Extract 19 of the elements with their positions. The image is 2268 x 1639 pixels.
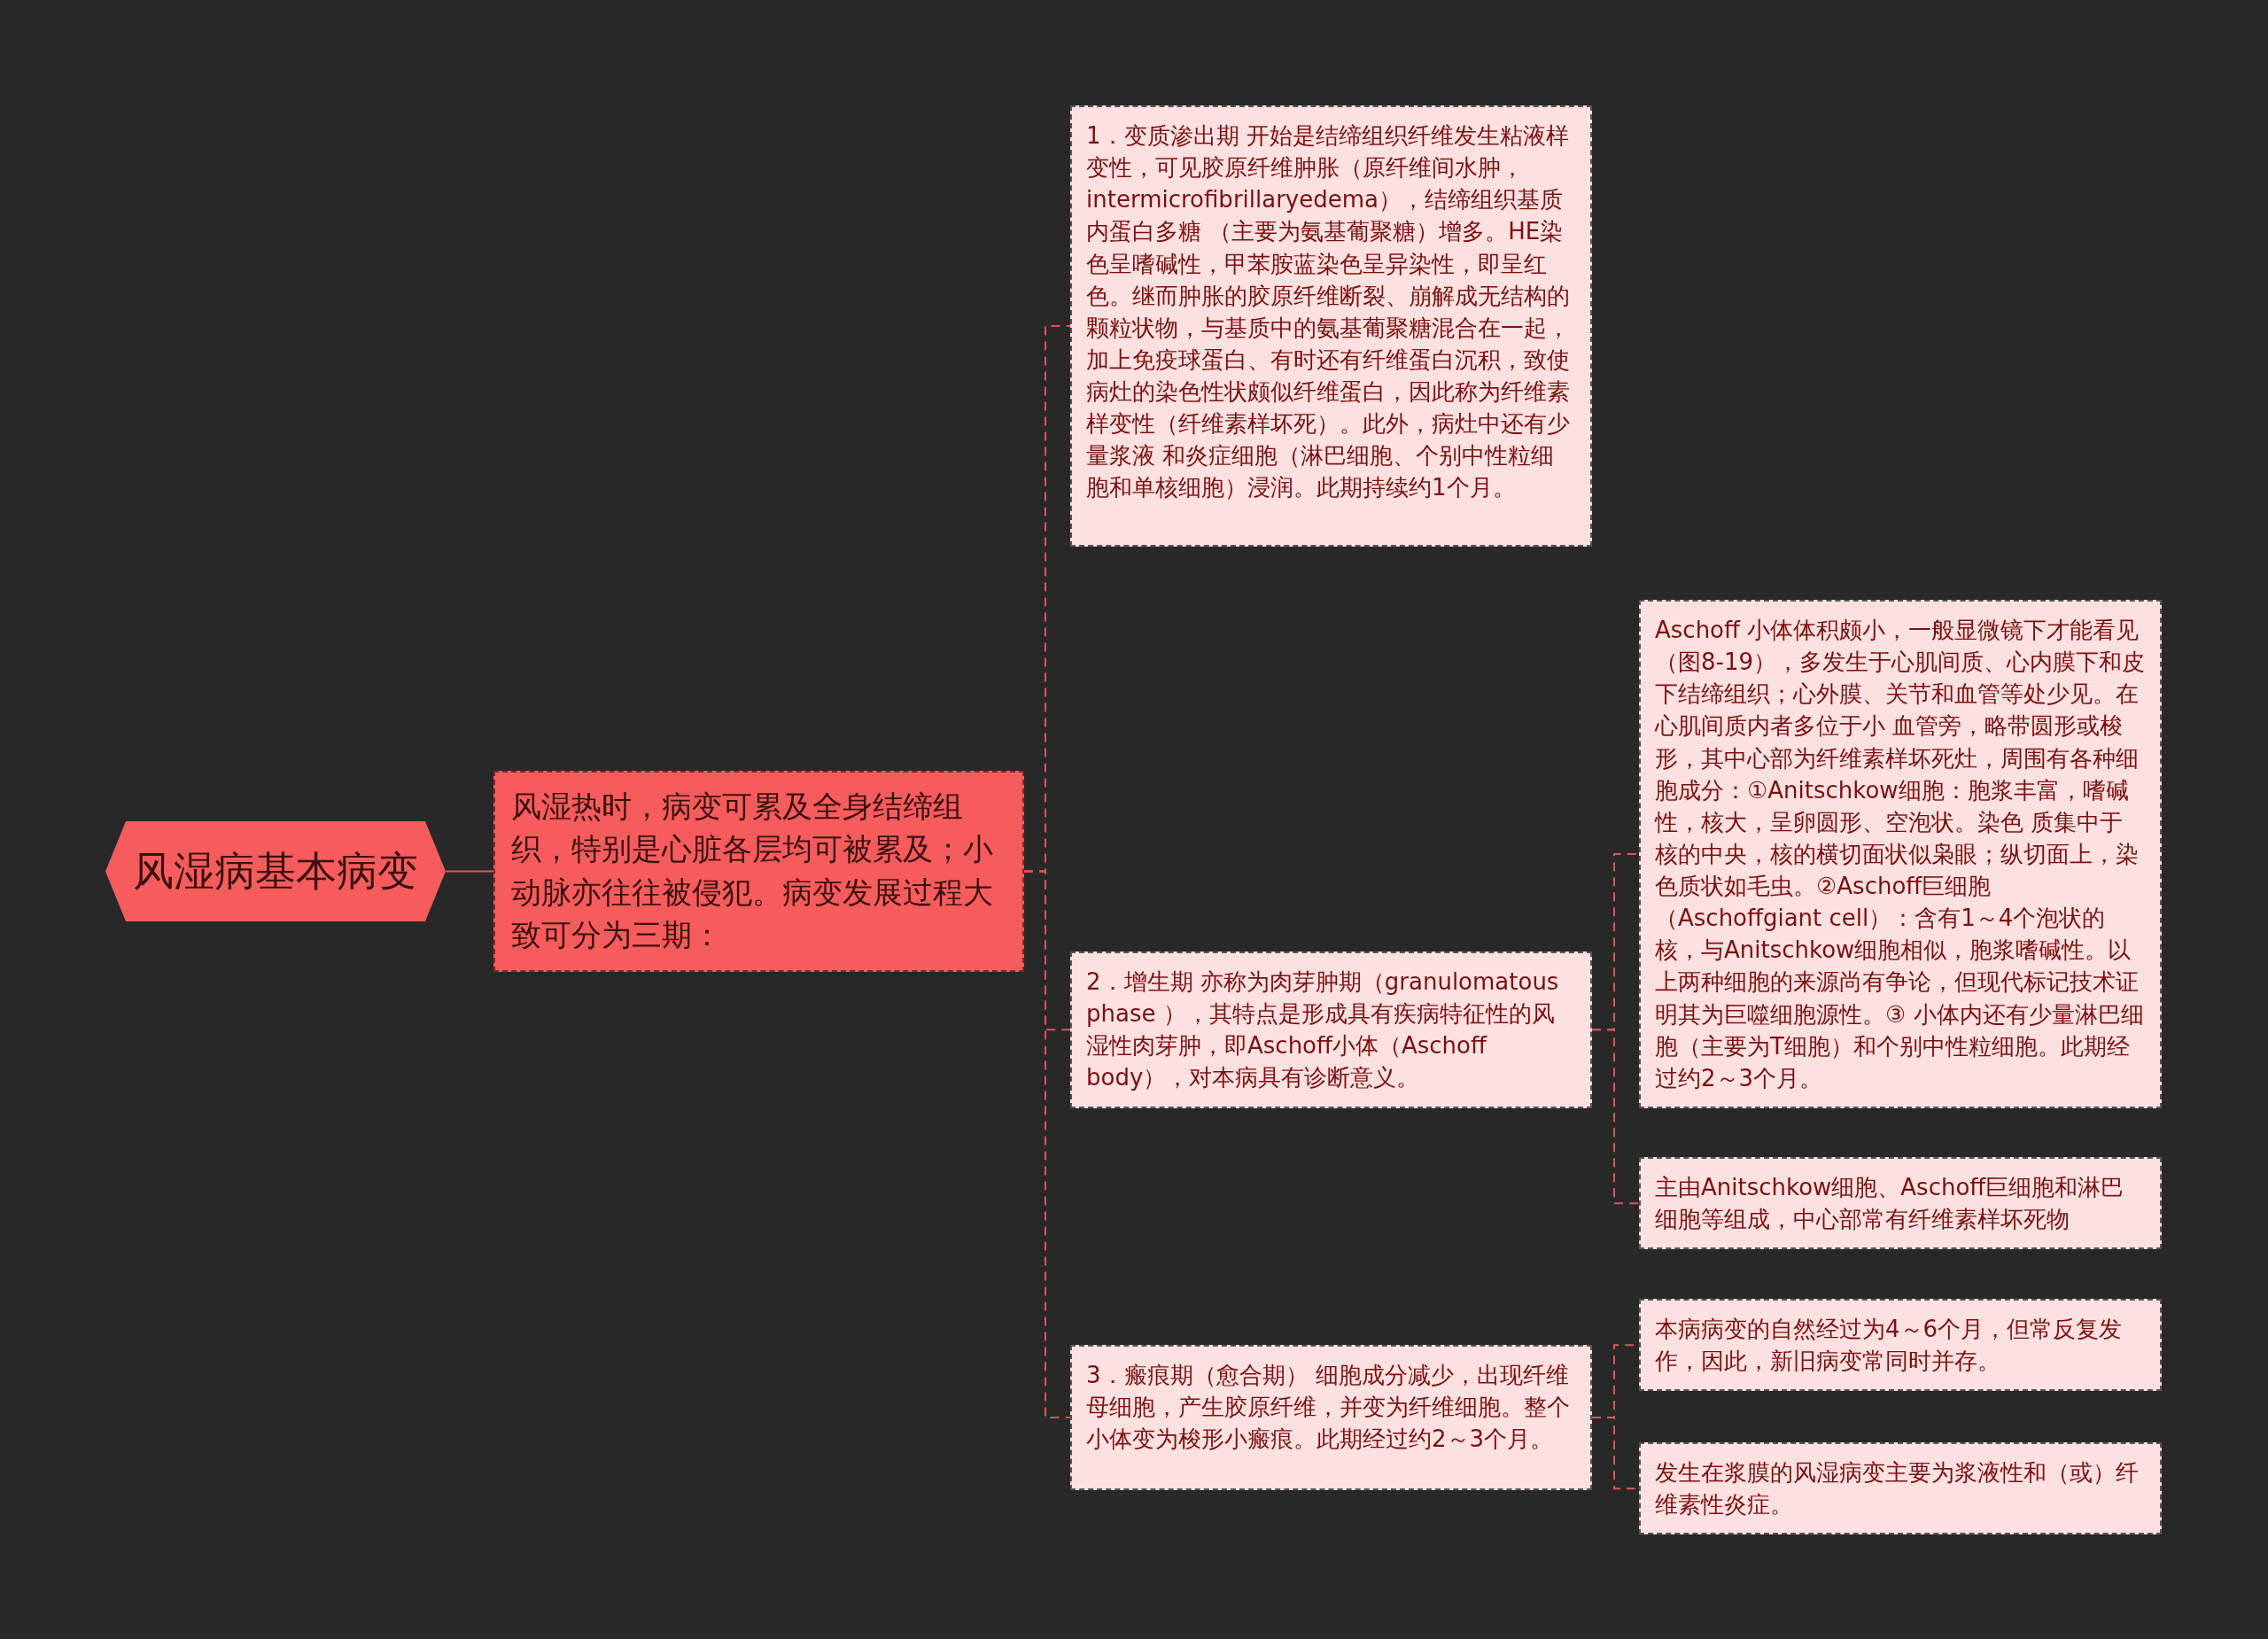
topic-box xyxy=(493,771,1024,972)
connector-line xyxy=(1023,870,1071,1418)
connector-line xyxy=(445,870,494,873)
note-text: Aschoff 小体体积颇小，一般显微镜下才能看见（图8-19），多发生于心肌间质、心内膜下和皮下结缔组织；心外膜、关节和血管等处少见。在心肌间质内者多位于小 血管旁，略带圆形或梭形，其中心部为纤维素样坏死灶，周围有各种细胞成分：①Anitschkow细胞：胞浆丰富，嗜碱性，核大，呈卵圆形、空泡状。染色 质集中于核的中央，核的横切面状似枭眼；纵切面上，染色质状如毛虫。②Aschoff巨细胞（Aschoffgiant cell）：含有1～4个泡状的核，与Anitschkow细胞相似，胞浆嗜碱性。以上两种细胞的来源尚有争论，但现代标记技术证明其为巨噬细胞源性。③ 小体内还有少量淋巴细胞（主要为T细胞）和个别中性粒细胞。此期经过约2～3个月。 xyxy=(1655,616,2146,1093)
note-box xyxy=(1070,105,1592,547)
note-box xyxy=(1639,1442,2162,1535)
note-box xyxy=(1639,1157,2162,1250)
note-text: 主由Anitschkow细胞、Aschoff巨细胞和淋巴细胞等组成，中心部常有纤维素样坏死物 xyxy=(1655,1173,2125,1235)
note-text: 风湿热时，病变可累及全身结缔组织，特别是心脏各层均可被累及；小动脉亦往往被侵犯。病变发展过程大致可分为三期： xyxy=(511,788,994,954)
note-text: 2．增生期 亦称为肉芽肿期（granulomatous phase ），其特点是形成具有疾病特征性的风湿性肉芽肿，即Aschoff小体（Aschoff body），对本病具有诊断意义。 xyxy=(1086,967,1560,1093)
connector-line xyxy=(1591,1029,1640,1205)
note-box xyxy=(1070,1345,1592,1490)
note-text: 发生在浆膜的风湿病变主要为浆液性和（或）纤维素性炎症。 xyxy=(1655,1458,2140,1520)
note-text: 本病病变的自然经过为4～6个月，但常反复发作，因此，新旧病变常同时并存。 xyxy=(1655,1315,2124,1377)
topic-title: 风湿病基本病变 xyxy=(133,845,418,897)
note-box xyxy=(1070,952,1592,1108)
note-text: 3．瘢痕期（愈合期） 细胞成分减少，出现纤维母细胞，产生胶原纤维，并变为纤维细胞。整个小体变为梭形小瘢痕。此期经过约2～3个月。 xyxy=(1086,1361,1571,1455)
note-text: 1．变质渗出期 开始是结缔组织纤维发生粘液样变性，可见胶原纤维肿胀（原纤维间水肿，intermicrofibrillaryedema），结缔组织基质内蛋白多糖 （主要为氨基葡聚糖）增多。HE染色呈嗜碱性，甲苯胺蓝染色呈异染性，即呈红色。继而肿胀的胶原纤维断裂、崩解成无结构的颗粒状物，与基质中的氨基葡聚糖混合在一起，加上免疫球蛋白、有时还有纤维蛋白沉积，致使病灶的染色性状颇似纤维蛋白，因此称为纤维素样变性（纤维素样坏死）。此外，病灶中还有少量浆液 和炎症细胞（淋巴细胞、个别中性粒细胞和单核细胞）浸润。此期持续约1个月。 xyxy=(1086,121,1571,503)
note-box xyxy=(1639,1299,2162,1392)
